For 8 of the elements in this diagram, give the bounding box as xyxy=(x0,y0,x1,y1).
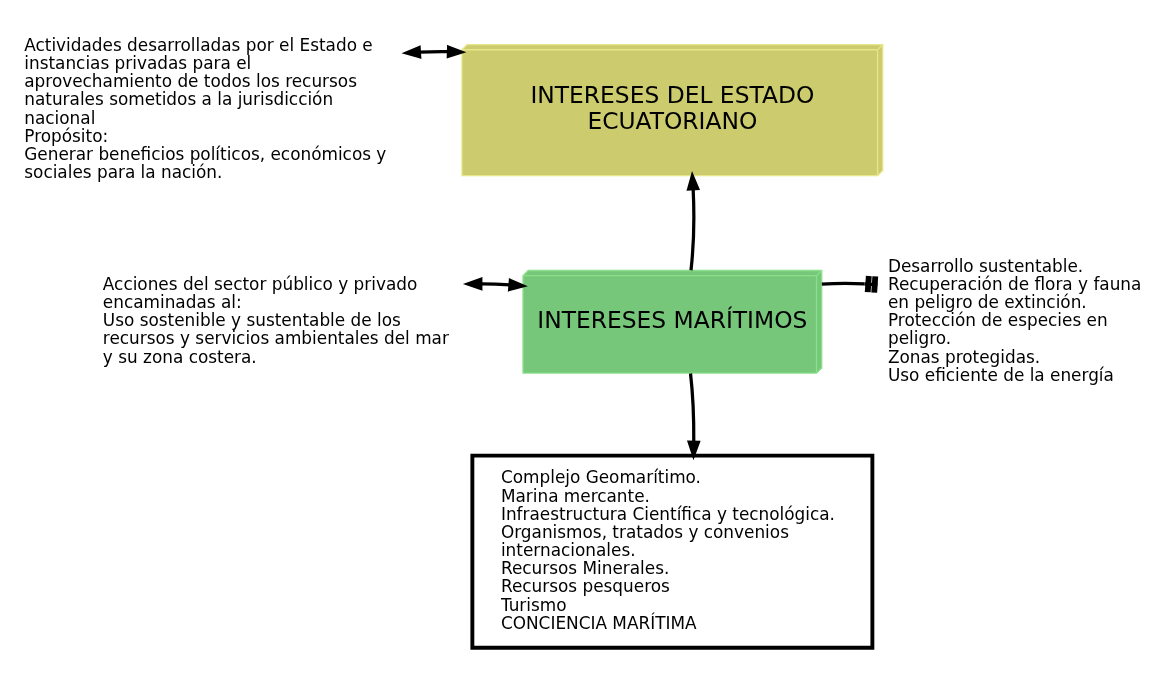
arrow xyxy=(686,170,701,270)
arrow xyxy=(462,276,528,292)
node-box: Complejo Geomarítimo. Marina mercante. Infraestructura Científica y tecnológica. Organismos, tratados y convenios internacionales. Recursos Minerales. Recursos pesqueros Turismo CONCIENCIA MARÍTIMA xyxy=(470,453,875,650)
arrow xyxy=(401,44,467,59)
node-text: Acciones del sector público y privado encaminadas al: Uso sostenible y sustentable de los recursos y servicios ambientales del mar y su zona costera. xyxy=(102,273,449,367)
node-text: Actividades desarrolladas por el Estado e instancias privadas para el aprovechamiento de todos los recursos naturales sometidos a la jurisdicción nacional Propósito: Generar beneficios políticos, económicos y sociales para la nación. xyxy=(24,34,387,182)
node-text: Desarrollo sustentable. Recuperación de flora y fauna en peligro de extinción. Protección de especies en peligro. Zonas protegidas. Uso eficiente de la energía xyxy=(887,255,1142,385)
arrow xyxy=(686,372,701,460)
